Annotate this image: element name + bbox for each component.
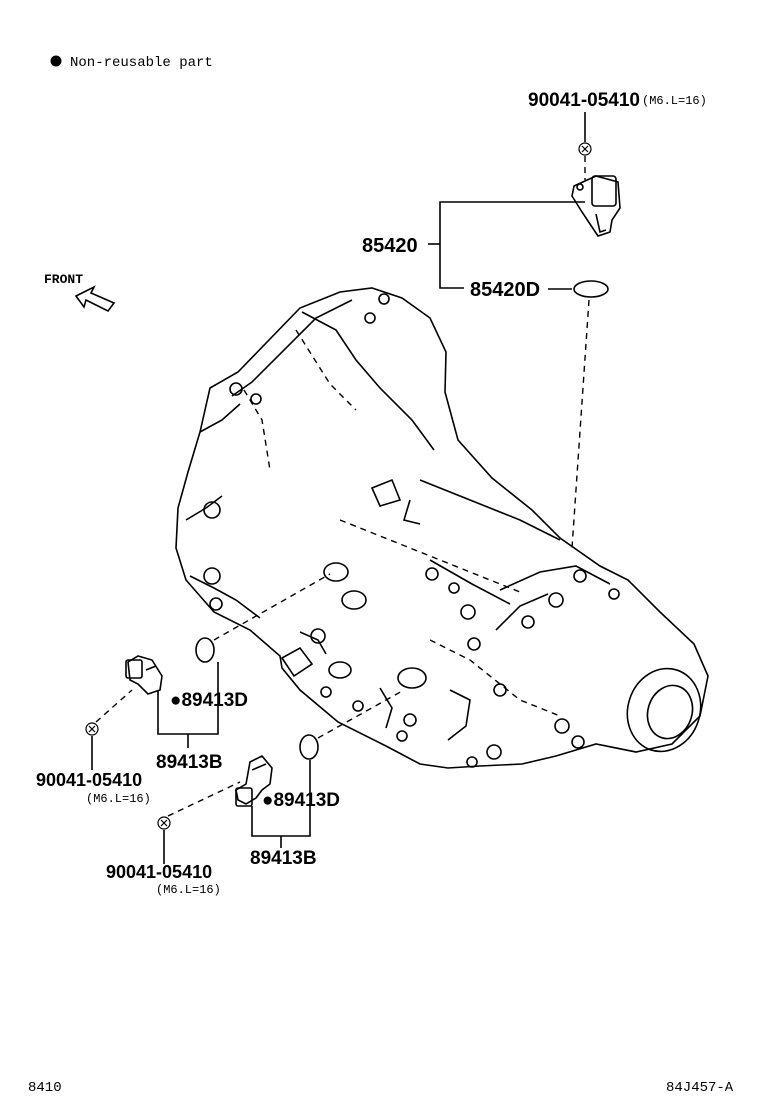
part-label-left-sensor: 89413B — [156, 752, 223, 773]
front-arrow-icon — [74, 285, 116, 313]
speed-sensor-right — [235, 755, 273, 807]
right-bolt-icon — [157, 816, 171, 830]
legend-dot-icon — [50, 55, 62, 67]
part-label-left-oring: ●89413D — [170, 690, 248, 711]
oring-right-icon — [299, 734, 319, 760]
front-label: FRONT — [44, 272, 83, 287]
part-label-right-bolt: 90041-05410 — [106, 862, 212, 882]
top-bolt-icon — [578, 142, 592, 156]
part-spec-left-bolt: (M6.L=16) — [86, 792, 151, 806]
speed-sensor-left — [125, 655, 163, 695]
part-label-right-sensor: 89413B — [250, 848, 317, 869]
transmission-housing — [175, 287, 709, 769]
left-bolt-icon — [85, 722, 99, 736]
legend-text: Non-reusable part — [70, 55, 213, 71]
part-label-right-oring: ●89413D — [262, 790, 340, 811]
gasket-85420d-icon — [573, 280, 609, 298]
footer-right-code: 84J457-A — [666, 1080, 734, 1096]
part-spec-right-bolt: (M6.L=16) — [156, 883, 221, 897]
footer-left-code: 8410 — [28, 1080, 62, 1096]
part-label-top-bolt: 90041-05410 — [528, 90, 640, 111]
part-label-85420: 85420 — [362, 235, 418, 257]
part-label-left-bolt: 90041-05410 — [36, 770, 142, 790]
oring-left-icon — [195, 637, 215, 663]
speed-sensor-top — [571, 175, 621, 237]
part-label-85420d: 85420D — [470, 279, 540, 301]
part-spec-top-bolt: (M6.L=16) — [642, 94, 707, 108]
